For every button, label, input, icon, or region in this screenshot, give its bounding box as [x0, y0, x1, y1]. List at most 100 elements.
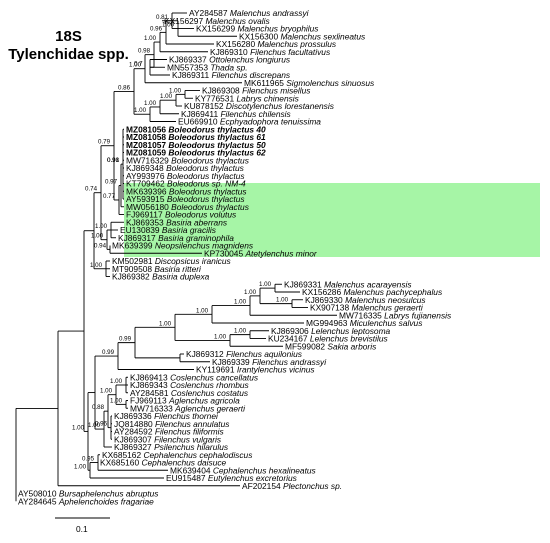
tip-label: KJ869411 Filenchus chilensis	[181, 109, 292, 119]
tip-accession: EU915487	[166, 473, 208, 483]
tip-label: KX685160 Cephalenchus daisuce	[100, 458, 227, 468]
tip-accession: MZ081057	[126, 140, 168, 150]
tip-accession: KM502981	[112, 256, 155, 266]
tip-label: AY284587 Malenchus andrassyi	[189, 8, 310, 18]
tip-accession: MG994963	[306, 318, 350, 328]
tip-species: Coslenchus rhombus	[170, 380, 249, 390]
tip-species: Filenchus andrassyi	[252, 357, 327, 367]
support-value: 1.00	[214, 333, 227, 340]
tip-species: Filenchus annulatus	[155, 419, 230, 429]
tip-accession: AY593915	[126, 194, 167, 204]
tip-accession: MW056180	[126, 202, 171, 212]
tip-label: KJ869413 Coslenchus cancellatus	[130, 372, 259, 382]
tip-accession: KJ869382	[112, 272, 152, 282]
tip-species: Discotylenchus lorestanensis	[226, 101, 335, 111]
tip-species: Malenchus ovalis	[205, 16, 270, 26]
tip-accession: EU130839	[120, 225, 162, 235]
tip-species: Lelenchus leptosoma	[311, 326, 390, 336]
tip-label: AY284592 Filenchus filiformis	[114, 427, 225, 437]
tip-species: Boleodorus thylactus 62	[168, 148, 266, 158]
tip-label: KX156280 Malenchus prossulus	[216, 39, 337, 49]
tip-species: Aglenchus geraerti	[174, 403, 246, 413]
tip-species: Boleodorus volutus	[165, 210, 237, 220]
tip-accession: KU234167	[268, 334, 310, 344]
tip-accession: KX907138	[310, 303, 351, 313]
support-value: 1.00	[169, 87, 182, 94]
tip-accession: KJ869413	[130, 372, 170, 382]
tip-label: KJ869307 Filenchus vulgaris	[114, 434, 222, 444]
tip-accession: MN557353	[167, 62, 210, 72]
tip-accession: KJ869327	[114, 442, 154, 452]
tip-accession: KJ869311	[172, 70, 211, 80]
support-value: 0.79	[98, 139, 111, 146]
tip-label: KY776531 Labrys chinensis	[195, 93, 300, 103]
support-value: 1.00	[244, 289, 257, 296]
support-value: 1.00	[259, 281, 272, 288]
tip-species: Malenchus bryophilus	[237, 24, 319, 34]
tip-label: MK639396 Boleodorus thylactus	[126, 186, 247, 196]
tip-species: Cephalenchus daisuce	[141, 458, 226, 468]
support-value: 1.00	[144, 100, 157, 107]
tip-accession: EU669910	[178, 117, 220, 127]
support-value: 0.96	[150, 25, 163, 32]
tip-label: AY284581 Coslenchus costatus	[130, 388, 249, 398]
tip-accession: AY284645	[18, 496, 59, 506]
highlight-box-boleodorus	[124, 183, 540, 257]
tip-label: KT709462 Boleodorus sp. NM-4	[126, 179, 246, 189]
tip-accession: KJ869308	[202, 86, 242, 96]
tip-label: KJ869339 Filenchus andrassyi	[212, 357, 327, 367]
tip-species: Neopsilenchus magnidens	[155, 241, 254, 251]
tip-species: Coslenchus cancellatus	[170, 372, 259, 382]
support-value: 0.96	[95, 421, 108, 428]
support-value: 0.97	[105, 178, 118, 185]
tip-accession: JQ814880	[114, 419, 155, 429]
tip-species: Boleodorus thylactus 50	[168, 140, 266, 150]
tip-species: Malenchus acarayensis	[324, 279, 412, 289]
tip-accession: KJ869353	[126, 217, 166, 227]
support-value: 1.00	[74, 463, 87, 470]
tip-label: KX156286 Malenchus pachycephalus	[302, 287, 443, 297]
tip-species: Labrys chinensis	[236, 93, 299, 103]
tip-label: JQ814880 Filenchus annulatus	[114, 419, 230, 429]
tip-label: KJ869308 Filenchus misellus	[202, 86, 311, 96]
tip-accession: AY284592	[114, 427, 155, 437]
tip-species: Eutylenchus excretorius	[208, 473, 298, 483]
tip-label: KJ869336 Filenchus thornei	[114, 411, 219, 421]
tip-species: Malenchus geraerti	[351, 303, 423, 313]
tip-label: KX685162 Cephalenchus cephalodiscus	[102, 450, 253, 460]
tip-label: MK639399 Neopsilenchus magnidens	[112, 241, 254, 251]
tip-label: MZ081057 Boleodorus thylactus 50	[126, 140, 266, 150]
tip-label: AY508010 Bursaphelenchus abruptus	[18, 489, 159, 499]
support-value: 1.00	[234, 299, 247, 306]
tip-accession: KJ869348	[126, 163, 166, 173]
support-value: 1.00	[95, 223, 108, 230]
tip-accession: MZ081056	[126, 124, 168, 134]
tip-label: KX156299 Malenchus bryophilus	[196, 24, 319, 34]
tip-species: Boleodorus thylactus	[167, 171, 246, 181]
tip-accession: KJ869306	[271, 326, 311, 336]
tip-label: KJ869331 Malenchus acarayensis	[284, 279, 412, 289]
tip-species: Filenchus filiformis	[155, 427, 225, 437]
tip-label: MZ081056 Boleodorus thylactus 40	[126, 124, 266, 134]
support-value: 1.00	[144, 35, 157, 42]
tip-accession: KJ869336	[114, 411, 154, 421]
tip-species: Boleodorus thylactus	[167, 194, 246, 204]
tip-species: Lelenchus brevistilus	[310, 334, 389, 344]
tip-accession: KJ869331	[284, 279, 324, 289]
tip-accession: KJ869317	[118, 233, 158, 243]
support-value: 1.00	[234, 328, 247, 335]
tip-label: MK611965 Sigmolenchus sinuosus	[244, 78, 375, 88]
tip-label: KJ869306 Lelenchus leptosoma	[271, 326, 391, 336]
tip-label: KJ869327 Psilenchus hilarulus	[114, 442, 229, 452]
support-value: 0.95	[82, 456, 95, 463]
tip-species: Irantylenchus vicinus	[237, 365, 316, 375]
tip-species: Filenchus aquilonius	[226, 349, 303, 359]
tree-title-gene: 18S	[55, 28, 82, 45]
tip-species: Boleodorus sp. NM-4	[167, 179, 246, 189]
tip-label: KJ869330 Malenchus neosulcus	[305, 295, 426, 305]
tip-species: Malenchus sexlineatus	[280, 31, 366, 41]
scale-bar: 0.1	[55, 517, 110, 534]
tip-accession: KT709462	[126, 179, 167, 189]
tip-label: KX907138 Malenchus geraerti	[310, 303, 424, 313]
